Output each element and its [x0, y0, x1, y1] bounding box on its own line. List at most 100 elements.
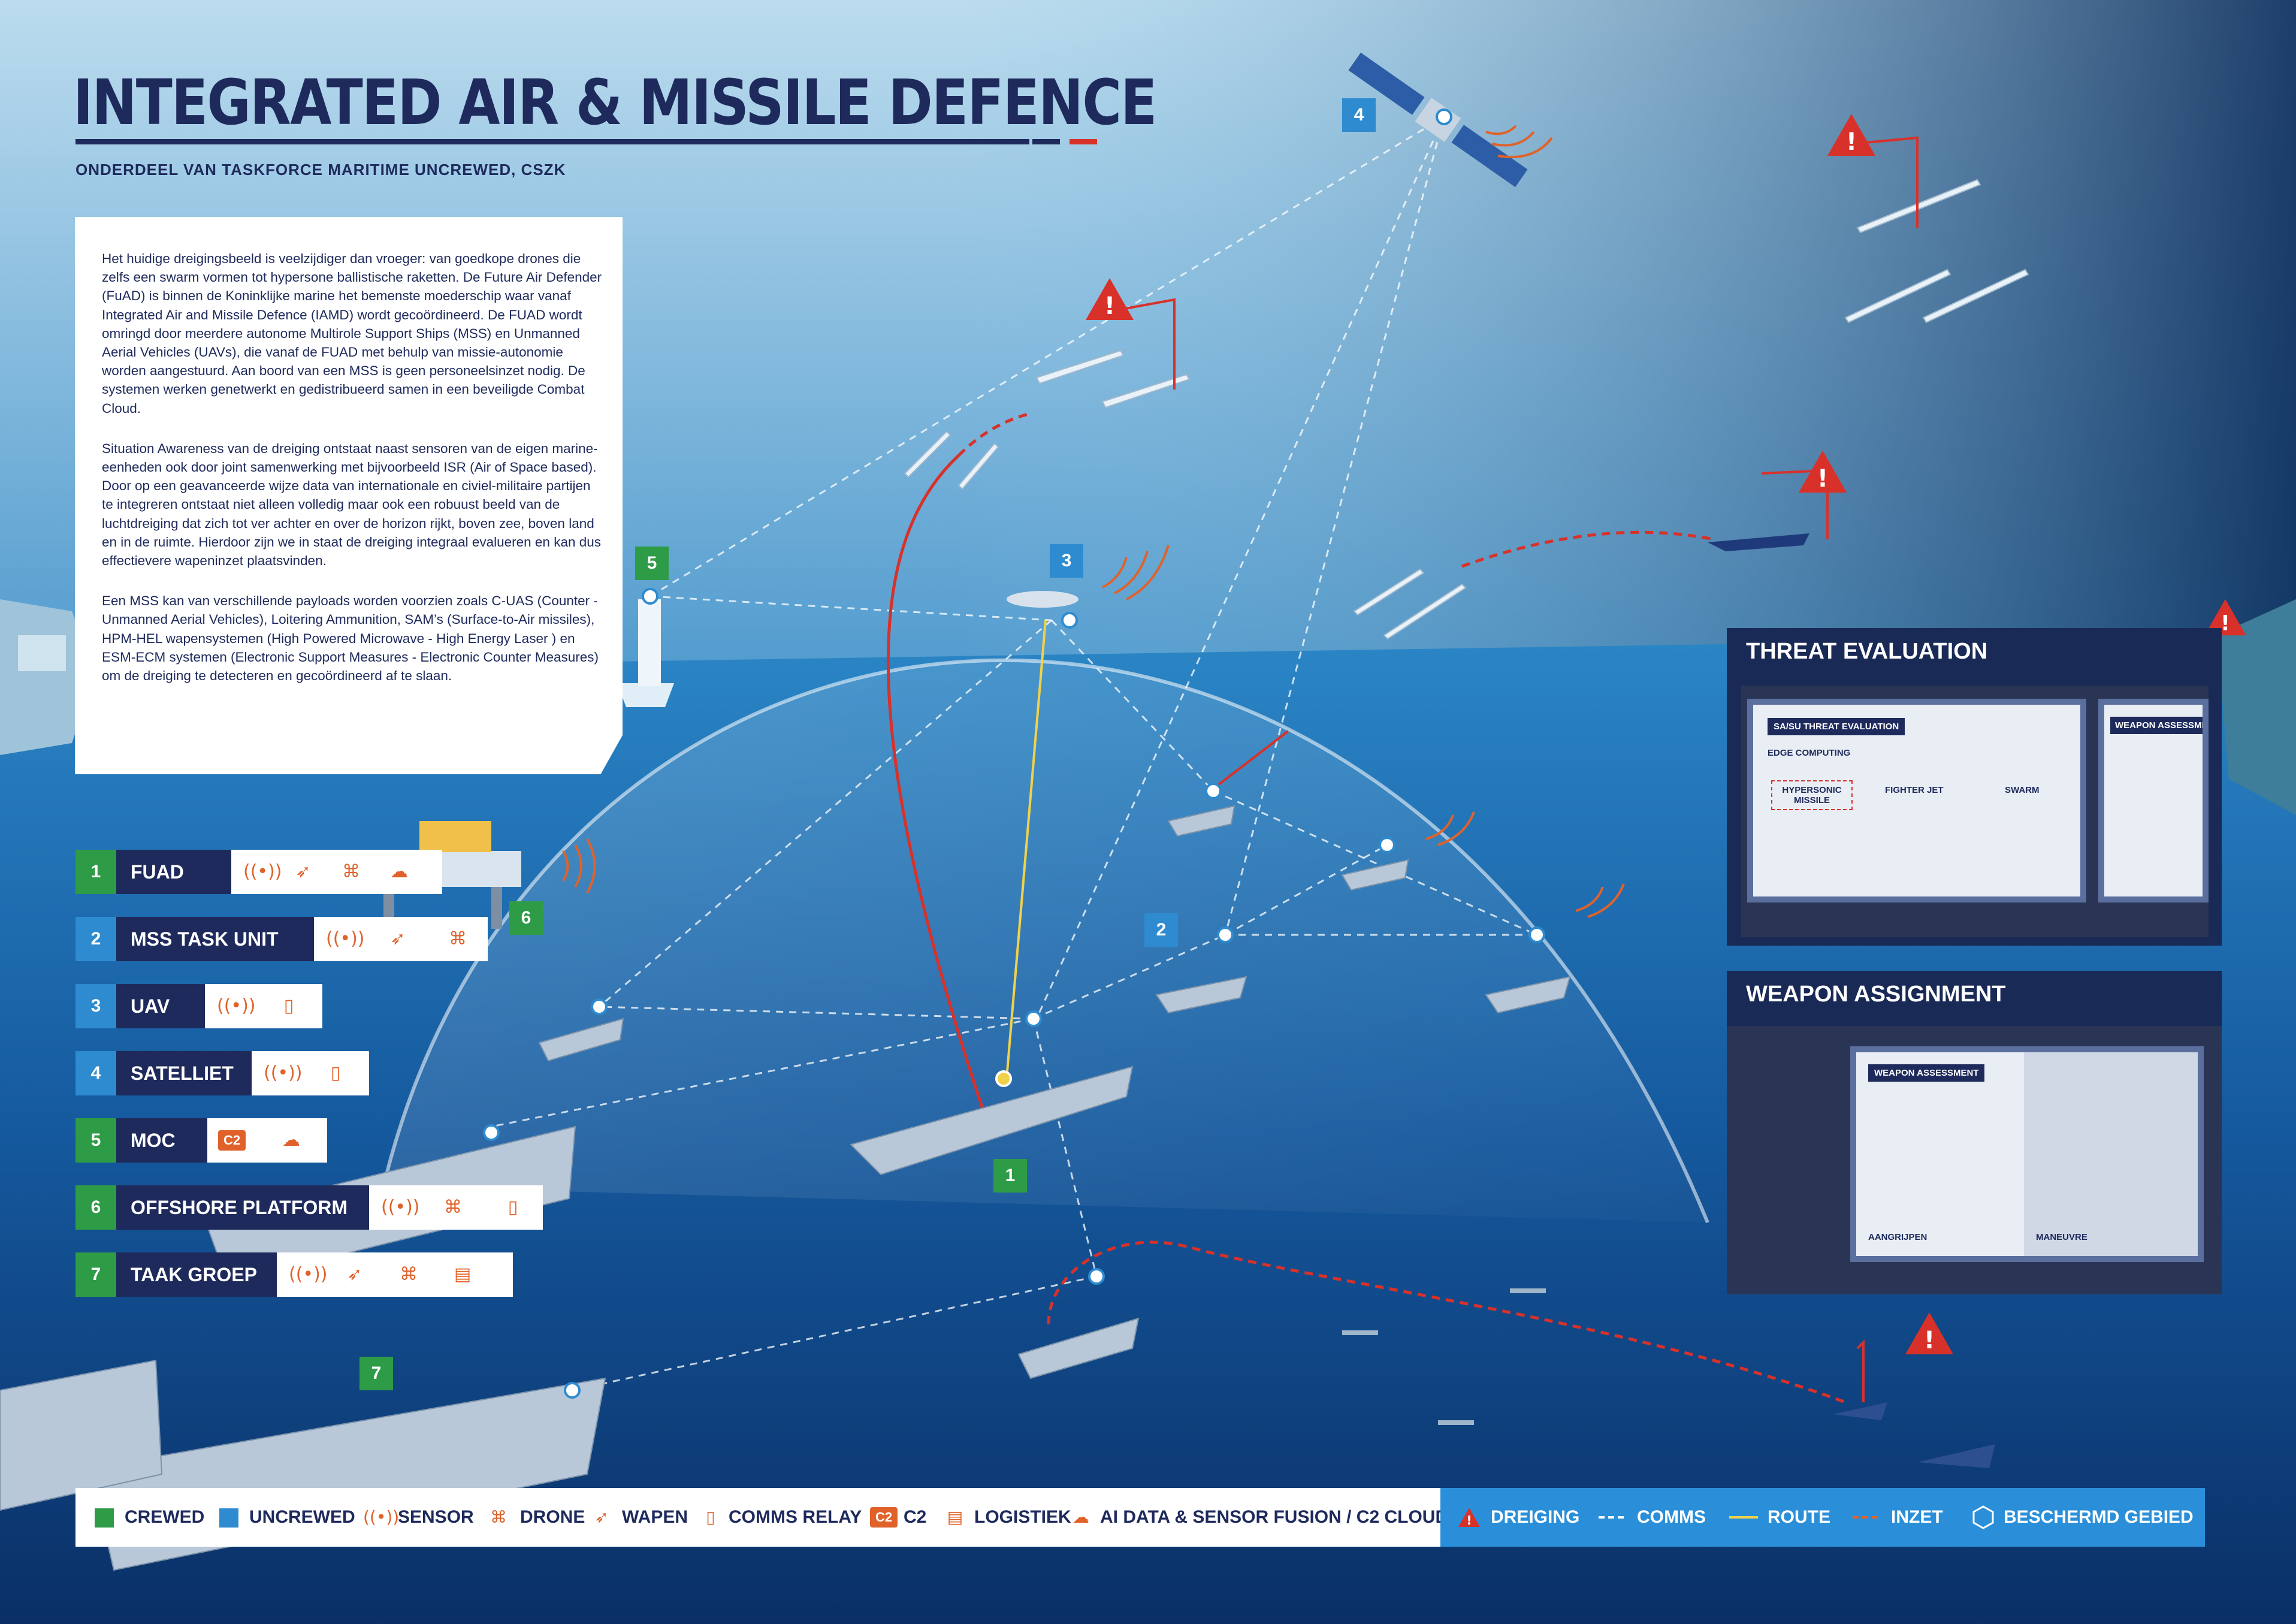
comms-relay-icon: ▯	[507, 1197, 518, 1218]
comms-relay-icon: ▯	[706, 1507, 715, 1527]
unit-icons: ((•)) ▯	[205, 984, 322, 1028]
legend-route: ROUTE	[1768, 1507, 1830, 1527]
hexagon-icon	[1972, 1505, 1994, 1529]
edge-computing-label: EDGE COMPUTING	[1768, 748, 1851, 758]
weapon-screen: WEAPON ASSESSMENT AANGRIJPEN MANEUVRE	[1850, 1046, 2204, 1262]
warning-icon: !	[1799, 451, 1847, 493]
maneuvre-label: MANEUVRE	[2036, 1232, 2087, 1242]
comms-relay-icon: ▯	[283, 995, 294, 1016]
unit-icons: C2 ☁	[207, 1118, 327, 1163]
side-screen-header: WEAPON ASSESSME	[2110, 717, 2203, 734]
sensor-icon: ((•))	[264, 1062, 303, 1083]
legend-wapen: WAPEN	[622, 1507, 688, 1527]
legend-dreiging: DREIGING	[1491, 1507, 1580, 1527]
threat-evaluation-panel: THREAT EVALUATION SA/SU THREAT EVALUATIO…	[1727, 628, 2222, 946]
svg-text:!: !	[2221, 612, 2230, 636]
unit-icons: ((•)) ⌘ ▯	[369, 1185, 543, 1230]
legend-uncrewed: UNCREWED	[249, 1507, 355, 1527]
unit-label: TAAK GROEP	[116, 1252, 277, 1297]
unit-number: 1	[75, 850, 116, 894]
legend-comms: COMMS	[1637, 1507, 1706, 1527]
drone-icon: ⌘	[444, 1197, 462, 1218]
svg-text:!: !	[1466, 1513, 1472, 1528]
unit-label: FUAD	[116, 850, 231, 894]
scene-badge-5: 5	[635, 547, 669, 580]
wapen-icon: ➶	[295, 861, 311, 882]
sensor-icon: ((•))	[326, 928, 365, 949]
dashed-line-icon	[1599, 1516, 1627, 1519]
warning-icon: !	[1905, 1312, 1953, 1354]
screen-header: WEAPON ASSESSMENT	[1868, 1064, 1985, 1082]
legend-inzet: INZET	[1891, 1507, 1943, 1527]
intro-paragraph-1: Het huidige dreigingsbeeld is veelzijdig…	[102, 251, 602, 416]
drone-icon: ⌘	[449, 928, 467, 949]
threat-screen: SA/SU THREAT EVALUATION EDGE COMPUTING H…	[1747, 699, 2086, 902]
uncrewed-swatch	[219, 1508, 238, 1528]
comms-relay-icon: ▯	[330, 1062, 341, 1083]
legend-sensor: SENSOR	[398, 1507, 474, 1527]
legend-drone: DRONE	[520, 1507, 585, 1527]
unit-number: 2	[75, 917, 116, 961]
unit-number: 7	[75, 1252, 116, 1297]
c2-icon: C2	[870, 1507, 898, 1528]
ai-cloud-icon: ☁	[1073, 1507, 1089, 1527]
legend-logistiek: LOGISTIEK	[974, 1507, 1071, 1527]
svg-text:!: !	[1817, 465, 1828, 493]
legend-c2: C2	[904, 1507, 927, 1527]
yellow-line-icon	[1729, 1516, 1758, 1519]
scene-badge-6: 6	[509, 901, 543, 935]
maneuvre-map	[2024, 1052, 2198, 1256]
legend-ai-cloud: AI DATA & SENSOR FUSION / C2 CLOUD	[1100, 1507, 1449, 1527]
title-underline-accent	[1032, 139, 1060, 144]
ai-cloud-icon: ☁	[282, 1130, 300, 1151]
logistiek-icon: ▤	[454, 1264, 472, 1285]
logistiek-icon: ▤	[947, 1507, 963, 1527]
wapen-icon: ➶	[594, 1507, 609, 1527]
weapon-assignment-panel: WEAPON ASSIGNMENT WEAPON ASSESSMENT AANG…	[1727, 971, 2222, 1294]
unit-label: MOC	[116, 1118, 207, 1163]
legend-bar: CREWED UNCREWED ((•)) SENSOR ⌘ DRONE ➶ W…	[75, 1488, 1448, 1547]
threat-item-swarm: SWARM	[2005, 785, 2040, 795]
legend-bar-threats: ! DREIGING COMMS ROUTE INZET BESCHERMD G…	[1440, 1488, 2205, 1547]
ai-cloud-icon: ☁	[390, 861, 408, 882]
unit-icons: ((•)) ➶ ⌘ ☁	[231, 850, 442, 894]
sensor-icon: ((•))	[363, 1507, 400, 1527]
title-underline	[75, 139, 1029, 144]
panel-title: THREAT EVALUATION	[1746, 639, 1988, 664]
unit-number: 5	[75, 1118, 116, 1163]
page-title: INTEGRATED AIR & MISSILE DEFENCE	[73, 66, 1157, 139]
page-subtitle: ONDERDEEL VAN TASKFORCE MARITIME UNCREWE…	[75, 161, 566, 179]
warning-icon: !	[1827, 114, 1875, 156]
title-underline-red	[1070, 139, 1097, 144]
drone-icon: ⌘	[490, 1507, 507, 1527]
unit-label: OFFSHORE PLATFORM	[116, 1185, 369, 1230]
scene-badge-3: 3	[1050, 544, 1083, 578]
weapon-assessment-side-screen: WEAPON ASSESSME	[2098, 699, 2209, 902]
svg-text:!: !	[1924, 1327, 1935, 1354]
unit-number: 6	[75, 1185, 116, 1230]
unit-icons: ((•)) ➶ ⌘ ▤	[277, 1252, 513, 1297]
aangrijpen-label: AANGRIJPEN	[1868, 1232, 1928, 1242]
wapen-icon: ➶	[390, 928, 406, 949]
threat-item-hypersonic: HYPERSONIC MISSILE	[1771, 780, 1853, 810]
sensor-icon: ((•))	[289, 1264, 328, 1285]
scene-badge-7: 7	[359, 1357, 393, 1390]
intro-text-box: Het huidige dreigingsbeeld is veelzijdig…	[75, 217, 623, 774]
wapen-icon: ➶	[347, 1264, 362, 1285]
threat-item-fighter: FIGHTER JET	[1885, 785, 1944, 795]
unit-label: UAV	[116, 984, 205, 1028]
panel-title: WEAPON ASSIGNMENT	[1746, 982, 2006, 1007]
scene-badge-1: 1	[993, 1159, 1027, 1193]
legend-beschermd-gebied: BESCHERMD GEBIED	[2004, 1507, 2194, 1527]
svg-text:!: !	[1104, 292, 1115, 320]
c2-icon: C2	[218, 1130, 246, 1151]
sensor-icon: ((•))	[217, 995, 256, 1016]
legend-comms-relay: COMMS RELAY	[729, 1507, 862, 1527]
unit-label: MSS TASK UNIT	[116, 917, 314, 961]
sensor-icon: ((•))	[381, 1197, 420, 1218]
crewed-swatch	[95, 1508, 114, 1528]
drone-icon: ⌘	[342, 861, 360, 882]
unit-icons: ((•)) ➶ ⌘	[314, 917, 488, 961]
warning-icon: !	[1086, 278, 1134, 320]
unit-number: 3	[75, 984, 116, 1028]
